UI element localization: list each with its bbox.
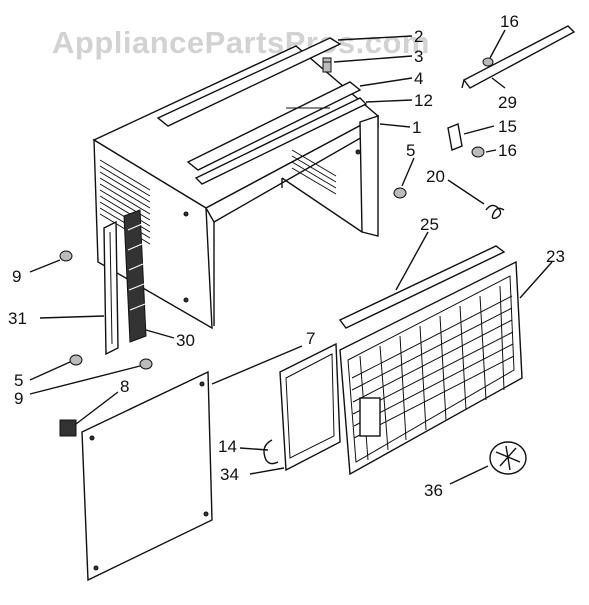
callout-20: 20	[426, 167, 445, 186]
bracket-15	[447, 123, 463, 151]
screw-5-right	[393, 187, 407, 199]
callout-9-upper: 9	[12, 267, 21, 286]
knob-36	[489, 441, 527, 475]
callout-14: 14	[218, 437, 237, 456]
callout-4: 4	[414, 69, 423, 88]
screw-9-upper	[59, 250, 73, 262]
leader-lines	[29, 29, 553, 485]
screw-16-top	[482, 57, 494, 67]
filter-34	[279, 342, 341, 472]
callout-5-lower: 5	[14, 371, 23, 390]
callout-25: 25	[420, 215, 439, 234]
top-strip-25	[338, 245, 506, 329]
side-panel-7	[81, 370, 213, 582]
top-rail-2	[156, 37, 342, 127]
callout-3: 3	[414, 47, 423, 66]
spring-clip-20	[485, 204, 505, 220]
screw-16-lower	[471, 146, 485, 158]
screw-3	[322, 57, 332, 73]
callout-15: 15	[498, 117, 517, 136]
callout-8: 8	[120, 377, 129, 396]
callout-7: 7	[306, 329, 315, 348]
callout-36: 36	[424, 481, 443, 500]
callout-29: 29	[498, 93, 517, 112]
callout-34: 34	[220, 465, 239, 484]
top-rail-4	[186, 81, 362, 171]
watermark-text: AppliancePartsPros.com	[52, 25, 430, 60]
pad-8	[59, 419, 77, 437]
callout-labels: 2 3 4 12 1 16 29 15 16 5 20 25 23 9 31 3…	[8, 12, 565, 500]
callout-23: 23	[546, 247, 565, 266]
callout-9-lower: 9	[14, 389, 23, 408]
callout-12: 12	[414, 91, 433, 110]
top-rail-12	[194, 97, 368, 185]
cabinet-shell	[92, 45, 380, 330]
callout-30: 30	[176, 331, 195, 350]
bracket-strip-29	[461, 25, 576, 89]
callout-16-lower: 16	[498, 141, 517, 160]
side-bracket-30	[123, 209, 147, 343]
callout-1: 1	[412, 118, 421, 137]
clip-14	[263, 439, 279, 465]
side-bracket-31	[103, 220, 119, 356]
callout-16-top: 16	[500, 12, 519, 31]
screw-9-lower	[139, 358, 153, 370]
front-grille-23	[339, 260, 523, 476]
callout-5-right: 5	[406, 141, 415, 160]
callout-2: 2	[414, 27, 423, 46]
screw-5-lower	[69, 354, 83, 366]
callout-31: 31	[8, 309, 27, 328]
